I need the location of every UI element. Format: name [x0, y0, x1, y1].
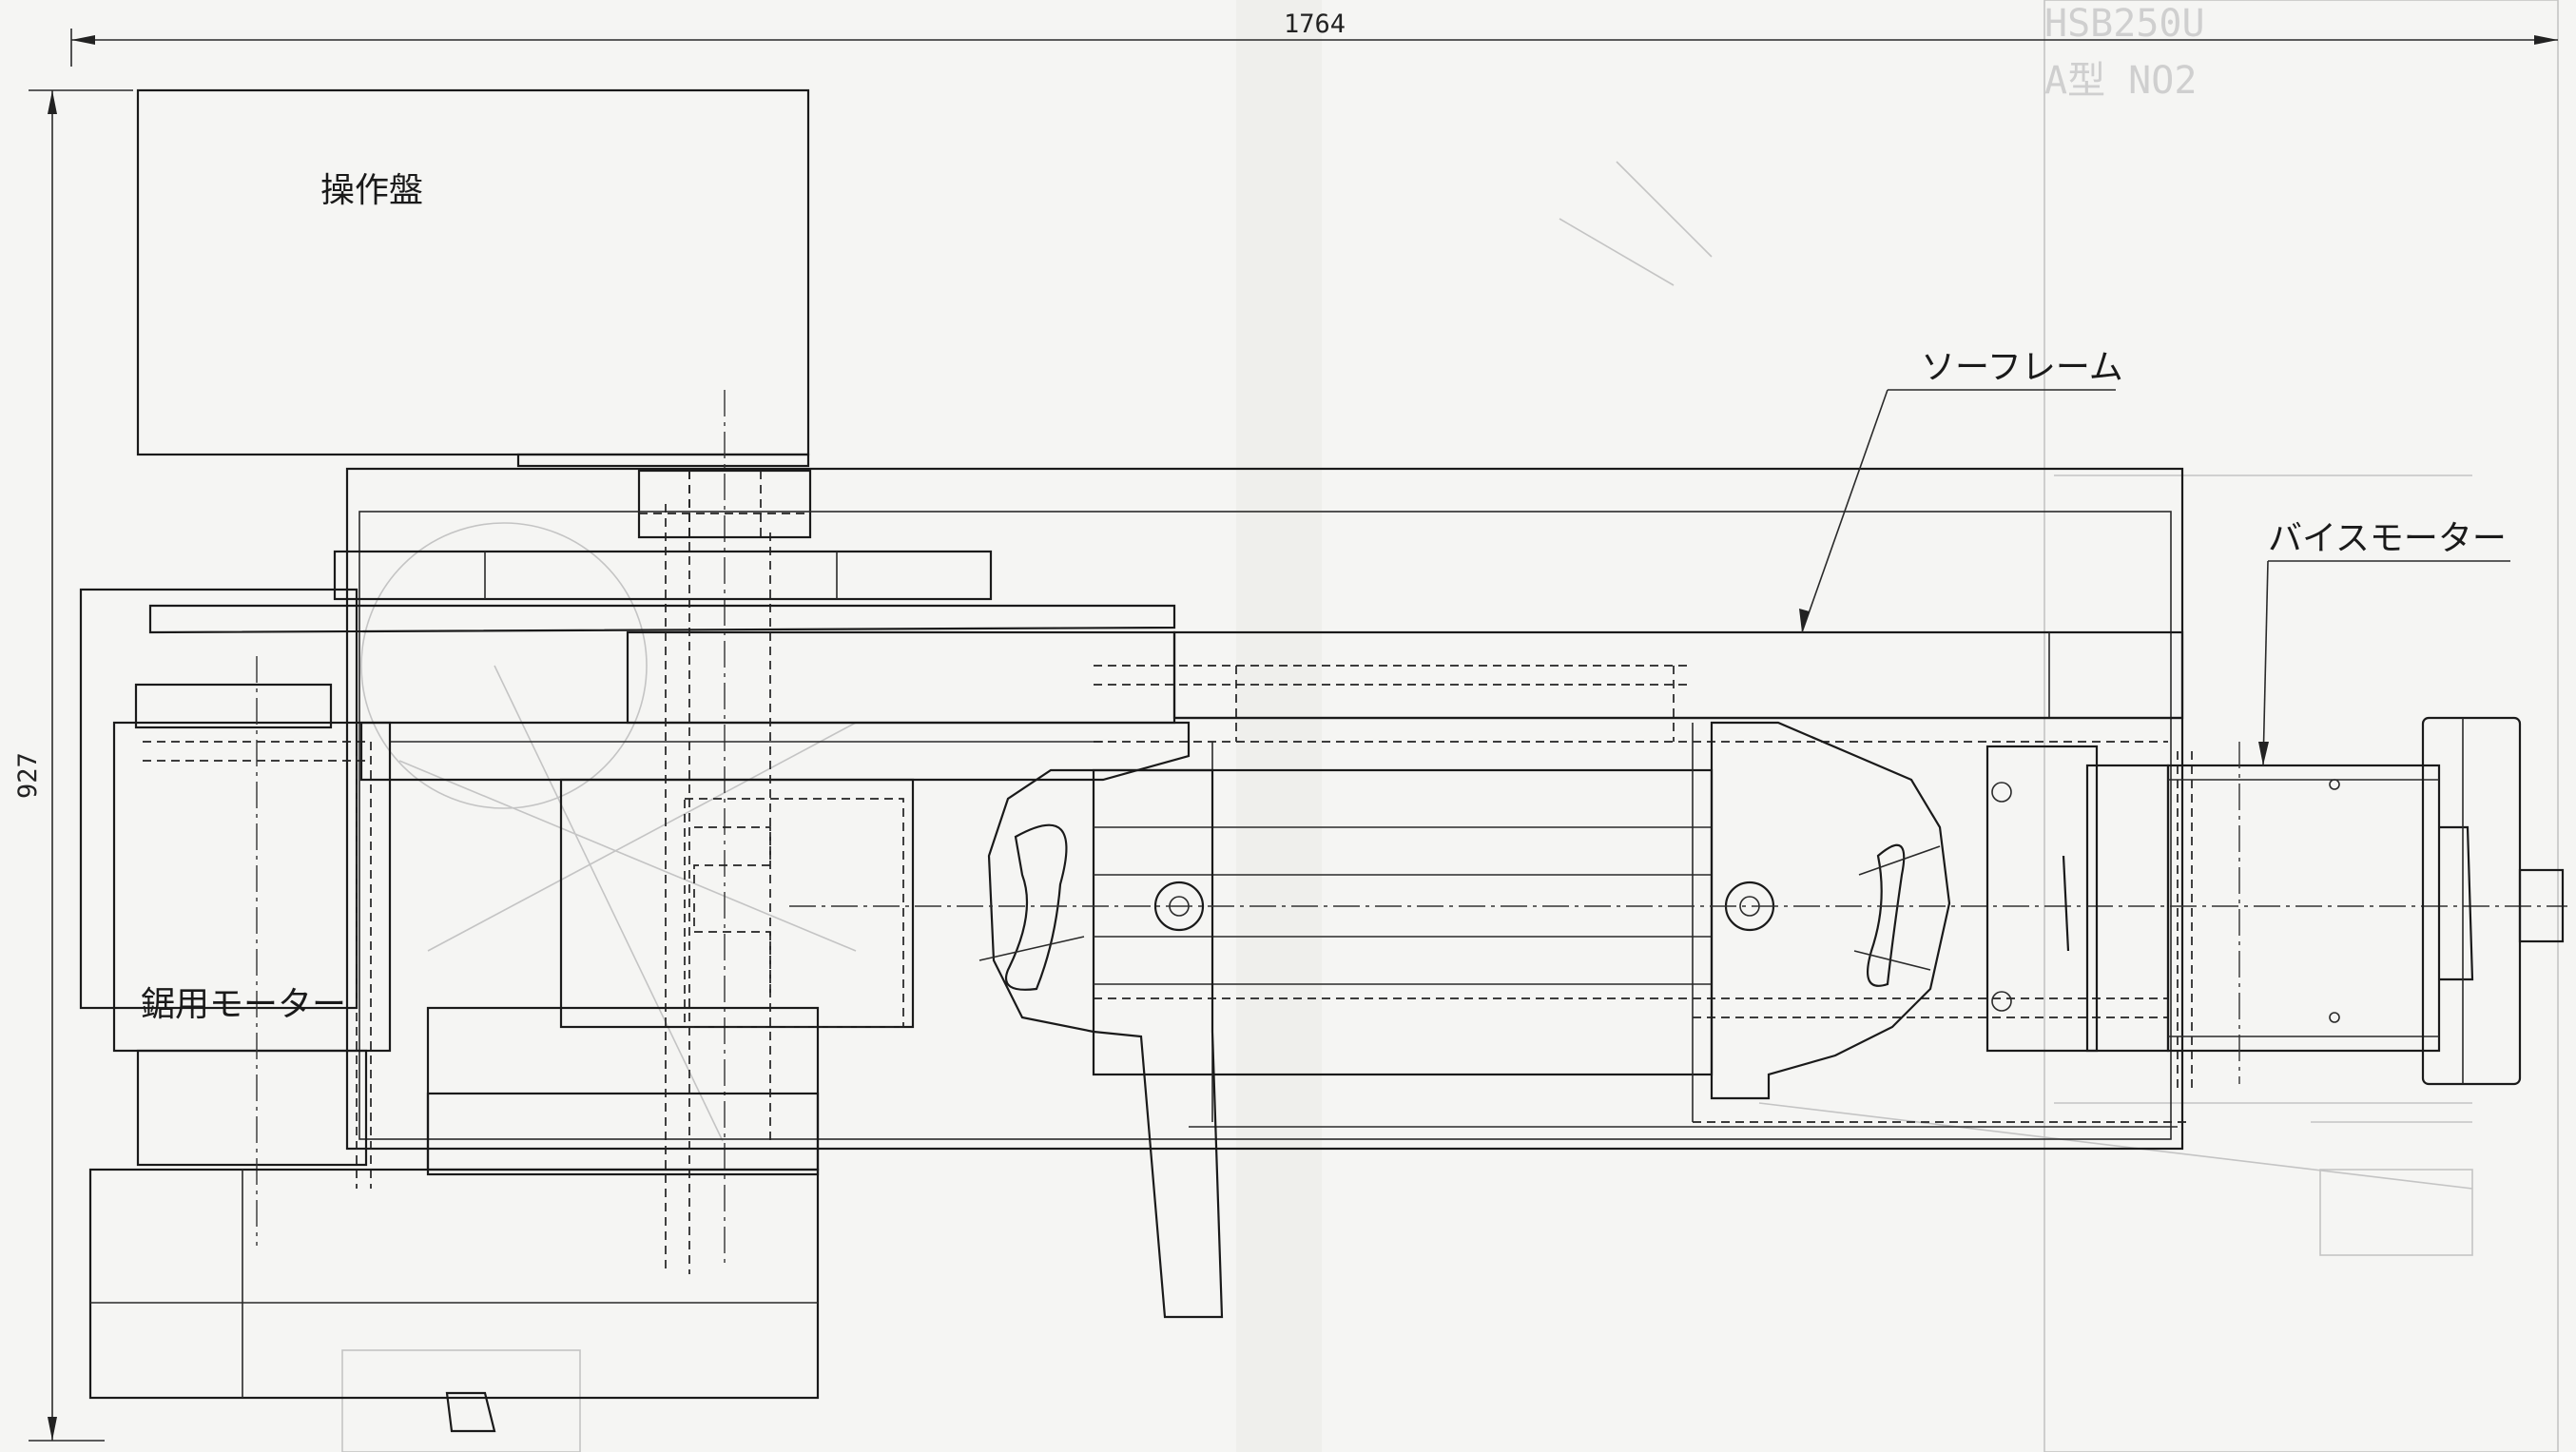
control-panel-label: 操作盤 [320, 171, 423, 210]
faint-header-line1: HSB250U [2044, 2, 2205, 46]
saw-arm-plates [148, 550, 2184, 782]
vise-motor-leader: バイスモーター [2258, 519, 2510, 766]
height-dimension-value: 927 [13, 752, 43, 799]
left-saw-guide [978, 768, 1224, 1319]
faint-header-line2: A型 NO2 [2044, 59, 2197, 103]
saw-frame-label: ソーフレーム [1921, 348, 2123, 387]
vise-assembly [1985, 716, 2565, 1086]
control-panel: 操作盤 [136, 88, 810, 1265]
saw-motor-label: 鋸用モーター [141, 985, 346, 1024]
saw-frame-leader: ソーフレーム [1799, 348, 2123, 633]
lower-base-block [88, 1168, 820, 1433]
faint-header: HSB250U A型 NO2 [2044, 2, 2205, 103]
vise-motor-label: バイスモーター [2268, 519, 2507, 558]
base-frame [79, 467, 2184, 1151]
width-dimension-value: 1764 [1284, 10, 1346, 39]
paper-fold-shade [1236, 0, 1322, 1452]
hidden-guides [665, 471, 2193, 1274]
bleed-through-lines [341, 0, 2559, 1452]
saw-motor: 鋸用モーター [112, 656, 392, 1246]
height-dimension: 927 [13, 89, 133, 1442]
width-dimension: 1764 [70, 10, 2558, 67]
